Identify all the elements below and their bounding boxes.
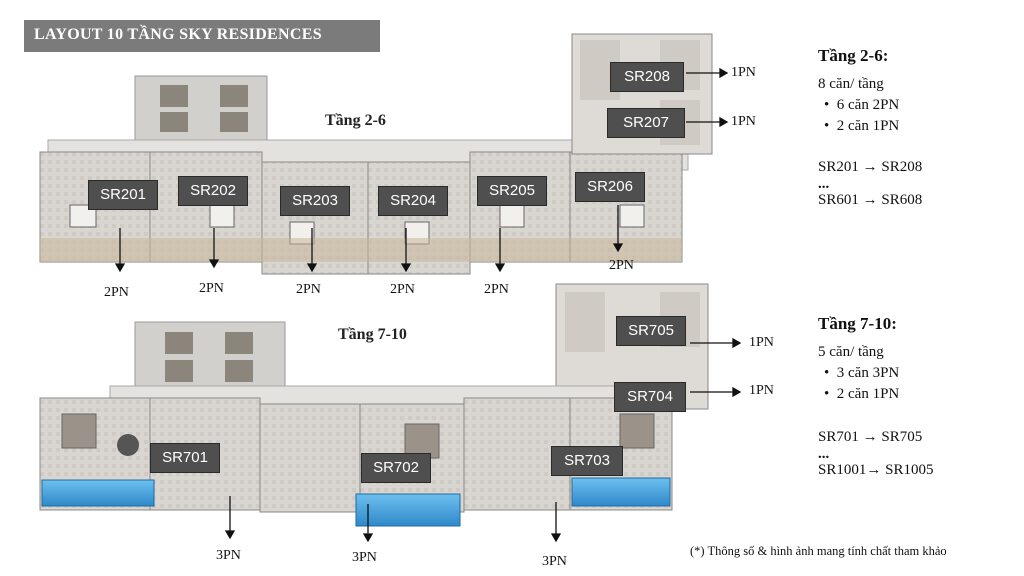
disclaimer-note: (*) Thông số & hình ảnh mang tính chất t…: [690, 544, 947, 558]
unit-label-sr205: SR205: [477, 176, 547, 206]
unit-label-sr702: SR702: [361, 453, 431, 483]
summary-range-first: SR201 → SR208: [818, 159, 923, 175]
bedroom-label-sr705: 1PN: [749, 335, 774, 350]
unit-label-sr701: SR701: [150, 443, 220, 473]
summary-range-last: SR1001→ SR1005: [818, 462, 934, 478]
bedroom-label-sr703: 3PN: [542, 554, 567, 569]
summary-floors-7-10: Tầng 7-10: 5 căn/ tầng • 3 căn 3PN • 2 c…: [818, 314, 933, 481]
pool-sr701: [41, 479, 155, 507]
bedroom-label-sr701: 3PN: [216, 548, 241, 563]
page-title: LAYOUT 10 TẦNG SKY RESIDENCES: [34, 26, 322, 43]
summary-floors-2-6: Tầng 2-6: 8 căn/ tầng • 6 căn 2PN • 2 că…: [818, 46, 922, 211]
unit-label-sr207: SR207: [607, 108, 685, 138]
floor-label-7-10: Tầng 7-10: [338, 326, 407, 343]
unit-label-sr705: SR705: [616, 316, 686, 346]
unit-label-sr204: SR204: [378, 186, 448, 216]
floor-label-2-6: Tầng 2-6: [325, 112, 386, 129]
bedroom-label-sr204: 2PN: [390, 282, 415, 297]
summary-range-first: SR701 → SR705: [818, 429, 923, 445]
bedroom-label-sr201: 2PN: [104, 285, 129, 300]
summary-list-item: • 2 căn 1PN: [824, 386, 900, 402]
bedroom-label-sr202: 2PN: [199, 281, 224, 296]
summary-heading: Tầng 2-6:: [818, 46, 889, 65]
bedroom-label-sr208: 1PN: [731, 65, 756, 80]
title-banner: LAYOUT 10 TẦNG SKY RESIDENCES: [24, 20, 380, 52]
bedroom-label-sr704: 1PN: [749, 383, 774, 398]
unit-label-sr202: SR202: [178, 176, 248, 206]
summary-heading: Tầng 7-10:: [818, 314, 897, 333]
bedroom-label-sr203: 2PN: [296, 282, 321, 297]
arrows-bottom: [224, 337, 742, 543]
unit-label-sr704: SR704: [614, 382, 686, 412]
bedroom-label-sr206: 2PN: [609, 258, 634, 273]
pool-sr702: [355, 493, 461, 527]
summary-ellipsis: ...: [818, 176, 830, 192]
bedroom-label-sr205: 2PN: [484, 282, 509, 297]
unit-label-sr703: SR703: [551, 446, 623, 476]
summary-range-last: SR601 → SR608: [818, 192, 923, 208]
floor-plan-7-10: [39, 283, 709, 527]
bedroom-label-sr702: 3PN: [352, 550, 377, 565]
pool-sr703: [571, 477, 671, 507]
unit-label-sr203: SR203: [280, 186, 350, 216]
unit-label-sr201: SR201: [88, 180, 158, 210]
summary-unit-count: 5 căn/ tầng: [818, 344, 884, 360]
arrows-top: [114, 67, 729, 273]
summary-ellipsis: ...: [818, 446, 830, 462]
summary-list-item: • 6 căn 2PN: [824, 97, 900, 113]
bedroom-label-sr207: 1PN: [731, 114, 756, 129]
unit-label-sr208: SR208: [610, 62, 684, 92]
summary-list-item: • 2 căn 1PN: [824, 118, 900, 134]
floor-plan-2-6: [39, 33, 713, 275]
summary-list-item: • 3 căn 3PN: [824, 365, 900, 381]
unit-label-sr206: SR206: [575, 172, 645, 202]
summary-unit-count: 8 căn/ tầng: [818, 76, 884, 92]
